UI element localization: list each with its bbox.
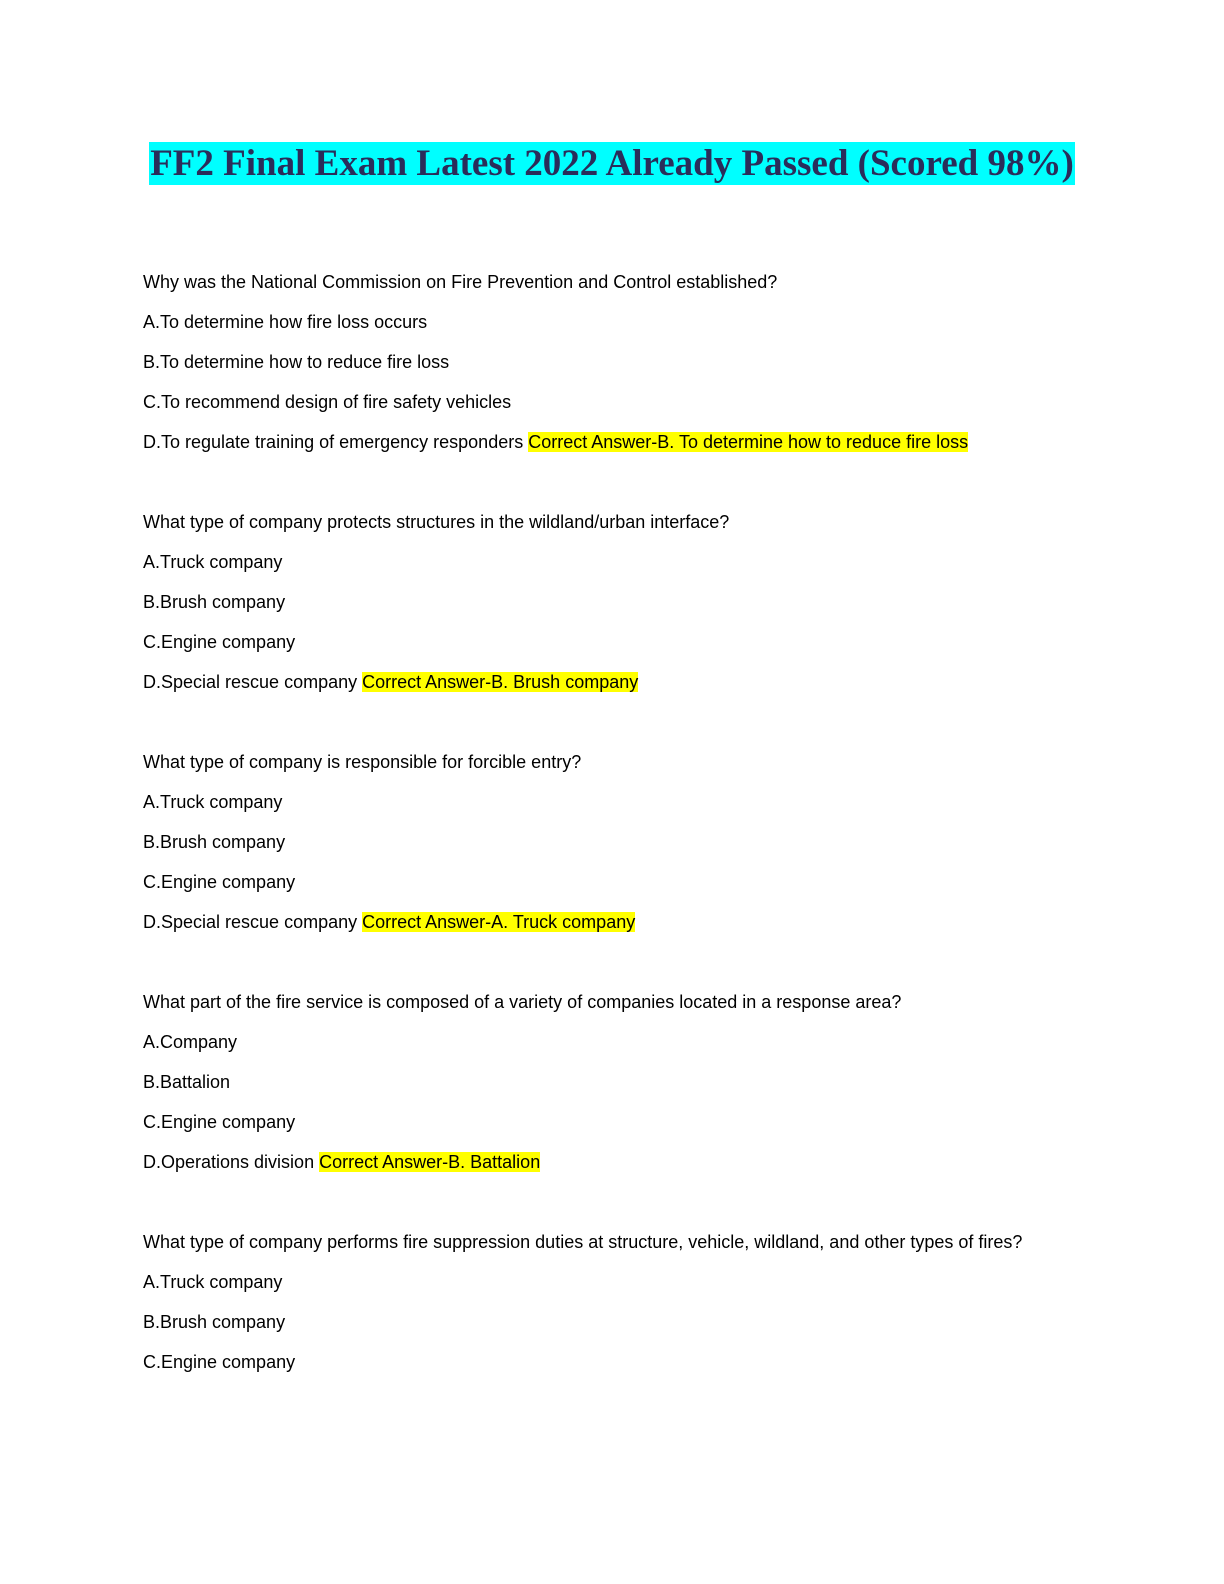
option-text: A.Truck company bbox=[143, 792, 283, 812]
answer-option: A.Truck company bbox=[143, 1262, 1078, 1302]
option-text: B.Brush company bbox=[143, 1312, 286, 1332]
option-text: A.Truck company bbox=[143, 1272, 283, 1292]
answer-option: C.Engine company bbox=[143, 862, 1078, 902]
correct-answer-highlight: Correct Answer-A. Truck company bbox=[362, 912, 636, 932]
question-text: Why was the National Commission on Fire … bbox=[143, 272, 778, 292]
option-text: C.Engine company bbox=[143, 1352, 296, 1372]
correct-answer-highlight: Correct Answer-B. Brush company bbox=[362, 672, 639, 692]
document-title: FF2 Final Exam Latest 2022 Already Passe… bbox=[149, 142, 1075, 185]
option-text: A.To determine how fire loss occurs bbox=[143, 312, 428, 332]
option-text: C.Engine company bbox=[143, 872, 296, 892]
answer-option: B.To determine how to reduce fire loss bbox=[143, 342, 1078, 382]
answer-option: D.Special rescue company Correct Answer-… bbox=[143, 902, 1078, 942]
option-text: B.To determine how to reduce fire loss bbox=[143, 352, 450, 372]
answer-option: C.Engine company bbox=[143, 622, 1078, 662]
option-text: B.Brush company bbox=[143, 832, 286, 852]
title-container: FF2 Final Exam Latest 2022 Already Passe… bbox=[0, 142, 1224, 185]
answer-option: D.To regulate training of emergency resp… bbox=[143, 422, 1078, 462]
correct-answer-highlight: Correct Answer-B. Battalion bbox=[319, 1152, 541, 1172]
answer-option: A.Truck company bbox=[143, 542, 1078, 582]
question-block: What type of company performs fire suppr… bbox=[143, 1222, 1078, 1382]
answer-option: A.To determine how fire loss occurs bbox=[143, 302, 1078, 342]
question-text: What part of the fire service is compose… bbox=[143, 992, 902, 1012]
question-text: What type of company performs fire suppr… bbox=[143, 1232, 1023, 1252]
answer-option: B.Brush company bbox=[143, 1302, 1078, 1342]
option-text: A.Company bbox=[143, 1032, 238, 1052]
answer-option: A.Truck company bbox=[143, 782, 1078, 822]
option-text: D.To regulate training of emergency resp… bbox=[143, 432, 524, 452]
question-block: Why was the National Commission on Fire … bbox=[143, 262, 1078, 462]
question-block: What type of company is responsible for … bbox=[143, 742, 1078, 942]
option-text: C.Engine company bbox=[143, 632, 296, 652]
option-text: D.Special rescue company bbox=[143, 672, 358, 692]
answer-option: D.Operations division Correct Answer-B. … bbox=[143, 1142, 1078, 1182]
option-text: C.To recommend design of fire safety veh… bbox=[143, 392, 512, 412]
option-text: D.Operations division bbox=[143, 1152, 315, 1172]
question-block: What type of company protects structures… bbox=[143, 502, 1078, 702]
question-text: What type of company protects structures… bbox=[143, 512, 730, 532]
question-block: What part of the fire service is compose… bbox=[143, 982, 1078, 1182]
answer-option: C.To recommend design of fire safety veh… bbox=[143, 382, 1078, 422]
answer-option: B.Brush company bbox=[143, 822, 1078, 862]
answer-option: D.Special rescue company Correct Answer-… bbox=[143, 662, 1078, 702]
option-text: B.Battalion bbox=[143, 1072, 231, 1092]
answer-option: B.Battalion bbox=[143, 1062, 1078, 1102]
answer-option: A.Company bbox=[143, 1022, 1078, 1062]
option-text: B.Brush company bbox=[143, 592, 286, 612]
answer-option: B.Brush company bbox=[143, 582, 1078, 622]
answer-option: C.Engine company bbox=[143, 1342, 1078, 1382]
option-text: D.Special rescue company bbox=[143, 912, 358, 932]
option-text: A.Truck company bbox=[143, 552, 283, 572]
answer-option: C.Engine company bbox=[143, 1102, 1078, 1142]
question-text: What type of company is responsible for … bbox=[143, 752, 582, 772]
correct-answer-highlight: Correct Answer-B. To determine how to re… bbox=[528, 432, 969, 452]
option-text: C.Engine company bbox=[143, 1112, 296, 1132]
question-list: Why was the National Commission on Fire … bbox=[143, 262, 1078, 1422]
